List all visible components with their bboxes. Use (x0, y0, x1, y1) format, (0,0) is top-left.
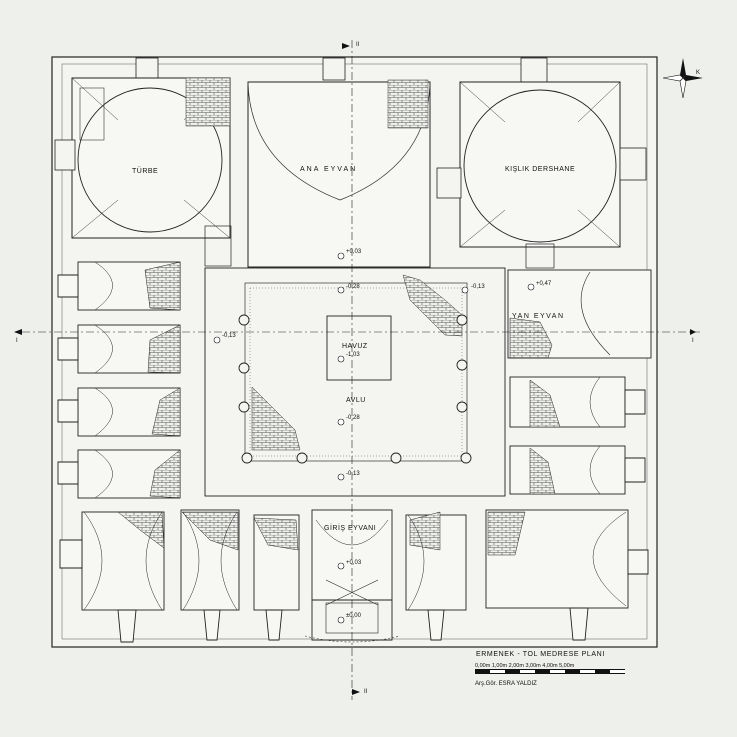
ana-eyvan-label: ANA EYVAN (300, 166, 358, 173)
east-cells (507, 269, 652, 495)
level-ana-eyvan: +0,03 (346, 249, 362, 255)
section-lines (22, 40, 700, 700)
level-east-door: -0,13 (471, 284, 485, 290)
level-havuz: -1,03 (346, 352, 360, 358)
north-label: K (696, 70, 701, 76)
level-giris-top: -0,13 (346, 471, 360, 477)
section-mark-bottom: II (364, 689, 368, 695)
title-block: ERMENEK - TOL MEDRESE PLANI 0,00m 1,00m … (470, 651, 650, 687)
yan-eyvan-label: YAN EYVAN (512, 313, 565, 320)
scale-text: 0,00m 1,00m 2,00m 3,00m 4,00m 5,00m (475, 663, 575, 669)
level-markers (213, 252, 535, 624)
scale-bar (475, 669, 625, 674)
north-arrow-icon (662, 58, 703, 99)
section-mark-right: I (692, 338, 694, 344)
courtyard (204, 267, 506, 497)
plan-title: ERMENEK - TOL MEDRESE PLANI (476, 651, 605, 658)
level-avlu-center: -0,28 (346, 415, 360, 421)
south-rooms (59, 509, 649, 643)
ana-eyvan-room (247, 79, 431, 268)
turbe-room (54, 77, 232, 267)
giris-eyvani-label: GİRİŞ EYVANI (324, 525, 377, 532)
section-arrows (14, 43, 696, 695)
level-giris-eyvani: +0,03 (346, 560, 362, 566)
west-cells (57, 261, 181, 499)
level-west: -0,13 (222, 333, 236, 339)
author: Arş.Gör. ESRA YALDIZ (475, 681, 537, 687)
kislik-dershane-room (436, 81, 647, 269)
section-mark-top: II (356, 42, 360, 48)
section-mark-left: I (16, 338, 18, 344)
havuz-label: HAVUZ (342, 343, 368, 350)
entrance-threshold (304, 635, 401, 643)
kislik-dershane-label: KIŞLIK DERSHANE (505, 166, 576, 173)
level-yan-eyvan: +0,47 (536, 281, 552, 287)
level-avlu-top: -0,28 (346, 284, 360, 290)
avlu-label: AVLU (346, 397, 366, 404)
level-entrance: ±0,00 (346, 613, 361, 619)
turbe-label: TÜRBE (132, 168, 159, 175)
